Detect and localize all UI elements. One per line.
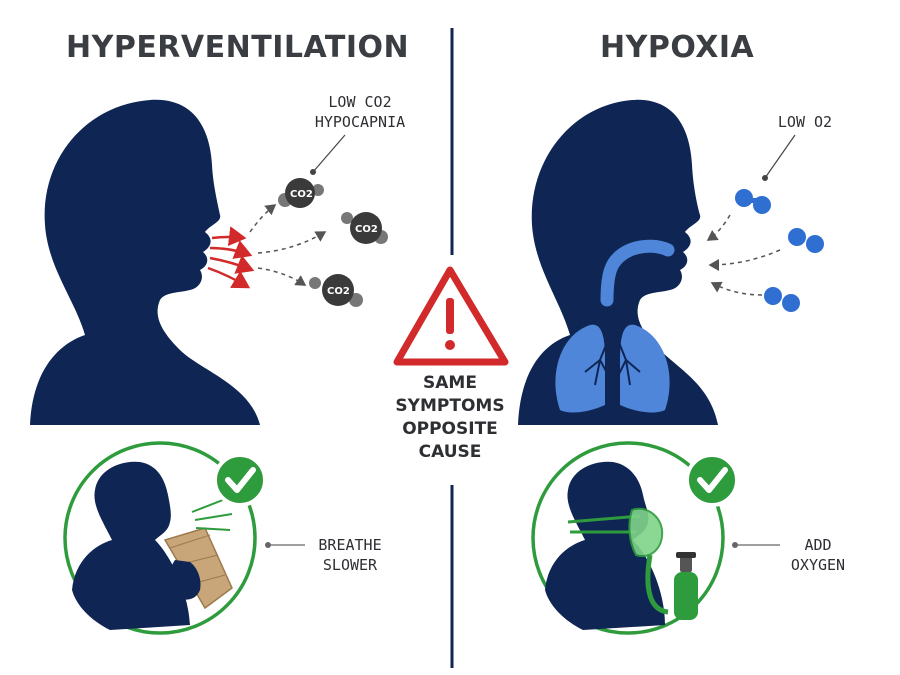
center-line-2: SYMPTOMS bbox=[395, 396, 505, 416]
warning-icon bbox=[393, 266, 509, 366]
co2-callout: LOW CO2 HYPOCAPNIA bbox=[300, 92, 420, 132]
oxygen-tank-icon bbox=[674, 552, 698, 620]
remedy-right-label: ADD OXYGEN bbox=[778, 535, 858, 575]
co2-molecule: CO2 bbox=[341, 212, 388, 244]
remedy-left-line2: SLOWER bbox=[322, 556, 378, 574]
co2-callout-line1: LOW CO2 bbox=[328, 93, 392, 111]
co2-molecule: CO2 bbox=[309, 274, 363, 307]
lungs-icon bbox=[555, 239, 675, 413]
center-message: SAME SYMPTOMS OPPOSITE CAUSE bbox=[385, 372, 515, 464]
co2-text: CO2 bbox=[327, 286, 350, 297]
remedy-left-label: BREATHE SLOWER bbox=[305, 535, 395, 575]
title-hyperventilation: HYPERVENTILATION bbox=[66, 30, 410, 65]
remedy-right-line2: OXYGEN bbox=[790, 556, 846, 574]
head-silhouette-left bbox=[30, 99, 260, 425]
o2-callout: LOW O2 bbox=[765, 112, 845, 132]
o2-molecule bbox=[735, 189, 771, 214]
o2-callout-line bbox=[764, 134, 796, 179]
o2-molecule bbox=[764, 287, 800, 312]
center-line-1: SAME bbox=[423, 373, 477, 393]
check-icon bbox=[213, 453, 267, 507]
co2-text: CO2 bbox=[290, 189, 313, 200]
title-hypoxia: HYPOXIA bbox=[600, 30, 755, 65]
center-line-3: OPPOSITE bbox=[402, 419, 498, 439]
co2-paths bbox=[249, 204, 327, 286]
o2-molecule bbox=[788, 228, 824, 253]
o2-callout-text: LOW O2 bbox=[777, 113, 833, 131]
co2-callout-line bbox=[312, 134, 346, 173]
co2-callout-line2: HYPOCAPNIA bbox=[314, 113, 406, 131]
remedy-right-line1: ADD bbox=[804, 536, 832, 554]
person-with-mask bbox=[545, 461, 669, 630]
remedy-left-line1: BREATHE bbox=[318, 536, 382, 554]
person-with-bag bbox=[72, 461, 233, 630]
check-icon bbox=[685, 453, 739, 507]
co2-molecule: CO2 bbox=[278, 178, 324, 208]
center-line-4: CAUSE bbox=[418, 442, 482, 462]
o2-paths bbox=[706, 214, 781, 296]
co2-text: CO2 bbox=[355, 224, 378, 235]
exhale-arrows bbox=[207, 226, 255, 289]
